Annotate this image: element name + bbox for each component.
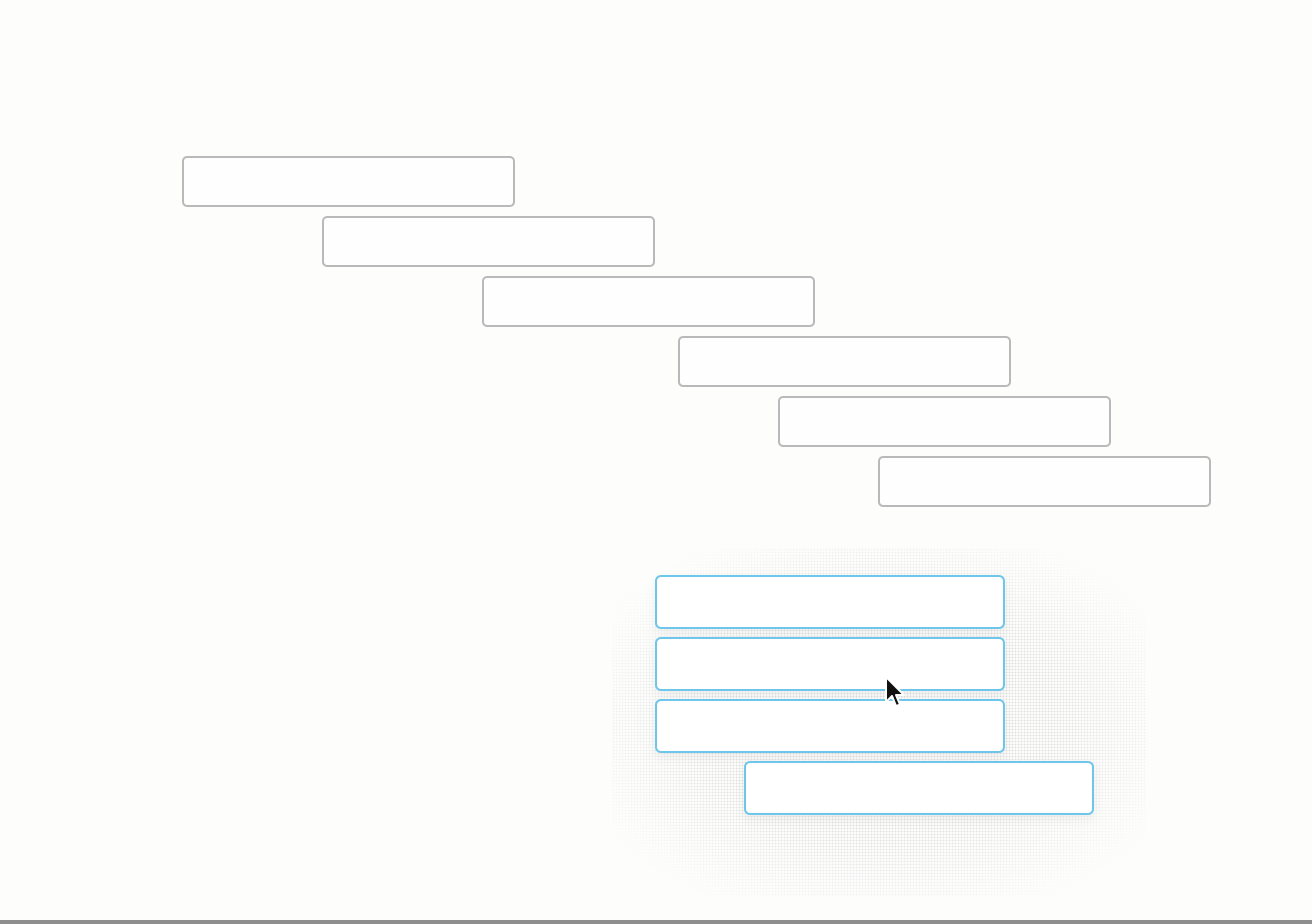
dragged-row-2[interactable]: [655, 637, 1005, 691]
outline-row-3[interactable]: [482, 276, 815, 327]
dragged-row-1[interactable]: [655, 575, 1005, 629]
outline-row-6[interactable]: [878, 456, 1211, 507]
outline-row-5[interactable]: [778, 396, 1111, 447]
dragged-row-3[interactable]: [655, 699, 1005, 753]
outline-row-1[interactable]: [182, 156, 515, 207]
outline-row-2[interactable]: [322, 216, 655, 267]
dragged-row-4-indented[interactable]: [744, 761, 1094, 815]
bottom-border: [0, 920, 1312, 924]
outline-row-4[interactable]: [678, 336, 1011, 387]
arrow-cursor-icon: [885, 676, 905, 707]
